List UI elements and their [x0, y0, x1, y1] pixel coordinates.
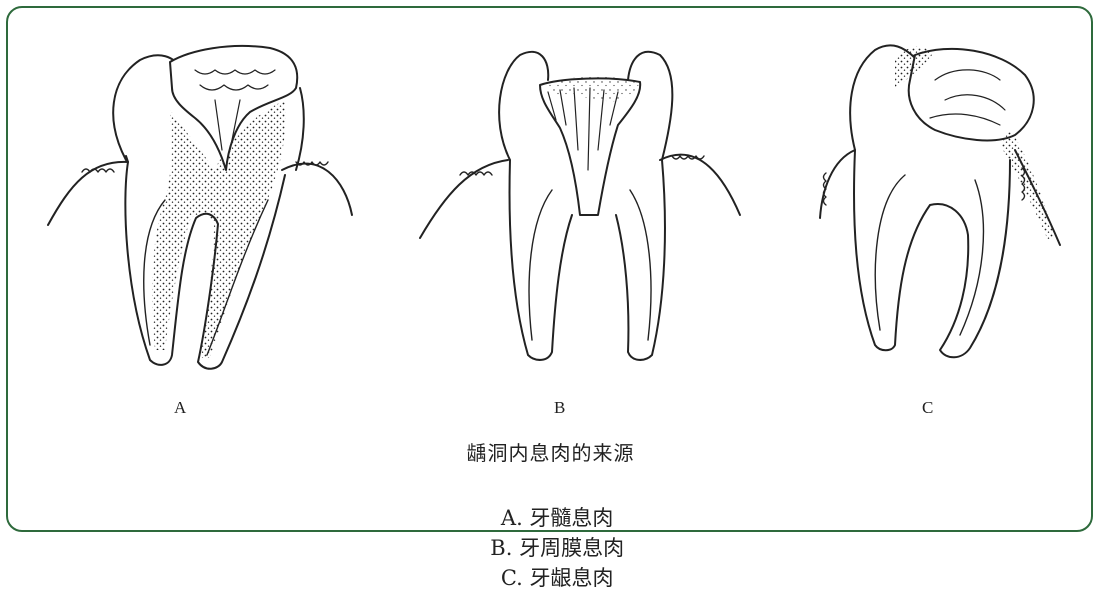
tooth-panel-b	[420, 52, 740, 360]
gingiva-left-c	[820, 150, 855, 218]
gingiva-left-a	[48, 156, 128, 225]
legend-item-a: A. 牙髓息肉	[501, 502, 614, 532]
tooth-panel-a	[48, 46, 352, 369]
gingiva-right-b	[660, 155, 740, 215]
panel-label-b: B	[554, 398, 565, 418]
legend-item-b: B. 牙周膜息肉	[490, 532, 624, 562]
panel-label-c: C	[922, 398, 933, 418]
panel-label-a: A	[174, 398, 186, 418]
tooth-panel-c	[820, 45, 1060, 357]
figure-caption-title: 龋洞内息肉的来源	[0, 437, 1101, 466]
figure-legend: A. 牙髓息肉 B. 牙周膜息肉 C. 牙龈息肉	[0, 478, 1101, 592]
gingiva-right-a	[282, 164, 352, 215]
gingiva-stipple-c	[1000, 130, 1055, 240]
legend-item-c: C. 牙龈息肉	[501, 562, 614, 592]
